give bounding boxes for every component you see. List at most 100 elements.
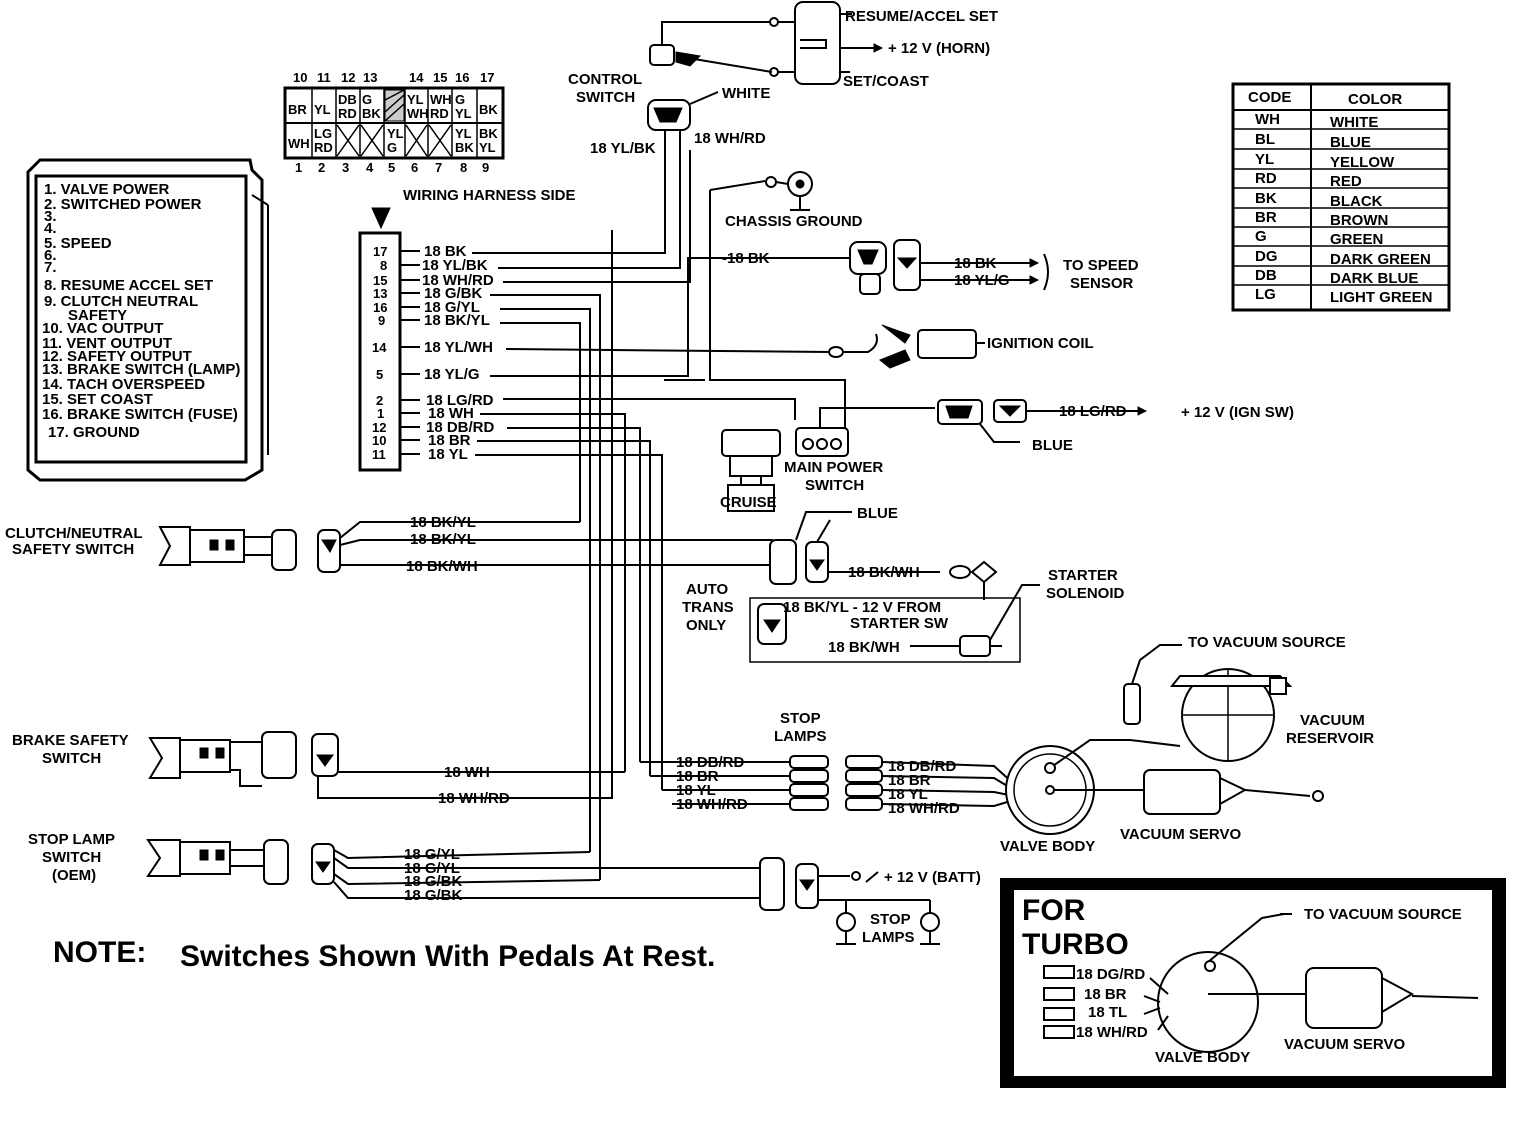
connector-bottom-cell-sub: YL xyxy=(479,140,496,155)
clutch-label-2: SAFETY SWITCH xyxy=(12,541,134,558)
stop-2a: STOP xyxy=(870,911,911,928)
connector-top-number: 11 xyxy=(317,70,331,85)
control-label-1: CONTROL xyxy=(568,71,642,88)
legend-line: 5. SPEED xyxy=(44,235,112,252)
speed-ylg-label: 18 YL/G xyxy=(954,272,1010,289)
turbo-valve-body: VALVE BODY xyxy=(1155,1049,1250,1066)
connector-bottom-cell-sub: G xyxy=(387,140,397,155)
valve-body xyxy=(1005,644,1324,835)
connector-top-cell: G xyxy=(362,92,372,107)
connector-top-cell-sub: RD xyxy=(430,106,449,121)
valve-left-wire: 18 BR xyxy=(676,768,719,785)
connector-bottom-cell: YL xyxy=(387,126,404,141)
connector-top-cell-sub: YL xyxy=(455,106,472,121)
legend-line: 3. xyxy=(44,208,57,225)
speed-sensor-connector xyxy=(786,239,1049,295)
ignition-coil xyxy=(828,324,985,369)
harness-wire-label: 18 YL/G xyxy=(424,366,480,383)
stoplamp-label-1: STOP LAMP xyxy=(28,831,115,848)
module-legend xyxy=(26,158,269,482)
harness-pin: 8 xyxy=(380,258,387,273)
code-cell: DG xyxy=(1255,248,1278,265)
valve-body-label: VALVE BODY xyxy=(1000,838,1095,855)
connector-top-number: 13 xyxy=(363,70,377,85)
connector-bottom-number: 1 xyxy=(295,160,302,175)
blue-label: BLUE xyxy=(1032,437,1073,454)
to-vacuum-label: TO VACUUM SOURCE xyxy=(1188,634,1346,651)
turbo-wire: 18 BR xyxy=(1084,986,1127,1003)
harness-wire-label: 18 WH xyxy=(428,405,474,422)
stop-2b: LAMPS xyxy=(862,929,915,946)
harness-wire-label: 18 WH/RD xyxy=(422,272,494,289)
legend-line: 2. SWITCHED POWER xyxy=(44,196,202,213)
yl-bk-label: 18 YL/BK xyxy=(590,140,656,157)
harness-pin: 12 xyxy=(372,420,386,435)
note-text: Switches Shown With Pedals At Rest. xyxy=(180,940,715,973)
harness-wire-label: 18 BK/YL xyxy=(424,312,490,329)
harness-wire-label: 18 LG/RD xyxy=(426,392,494,409)
valve-left-wire: 18 YL xyxy=(676,782,716,799)
connector-top-cell-sub: RD xyxy=(338,106,357,121)
connector-top-cell: DB xyxy=(338,92,357,107)
legend-line: 14. TACH OVERSPEED xyxy=(42,376,205,393)
brake-label-1: BRAKE SAFETY xyxy=(12,732,129,749)
stop-lamps-2: LAMPS xyxy=(774,728,827,745)
valve-right-wire: 18 DB/RD xyxy=(888,758,957,775)
color-cell: DARK BLUE xyxy=(1330,270,1418,287)
blue-2-label: BLUE xyxy=(857,505,898,522)
control-switch xyxy=(647,1,884,131)
valve-left-wire: 18 DB/RD xyxy=(676,754,745,771)
harness-connector xyxy=(358,207,402,472)
ign-wire-label: 18 LG/RD xyxy=(1059,403,1127,420)
color-header: COLOR xyxy=(1348,91,1402,108)
stop-lamp-wire: 18 G/YL xyxy=(404,860,460,877)
resume-label: RESUME/ACCEL SET xyxy=(845,8,998,25)
connector-bottom-cell: BK xyxy=(479,126,498,141)
connector-bottom-cell: LG xyxy=(314,126,332,141)
color-cell: GREEN xyxy=(1330,231,1383,248)
turbo-wire: 18 TL xyxy=(1088,1004,1127,1021)
connector-top-number: 12 xyxy=(341,70,355,85)
clutch-label-1: CLUTCH/NEUTRAL xyxy=(5,525,142,542)
turbo-vacuum-servo: VACUUM SERVO xyxy=(1284,1036,1405,1053)
connector-bottom-number: 4 xyxy=(366,160,374,175)
auto-2: TRANS xyxy=(682,599,734,616)
clutch-wire-2: 18 BK/YL xyxy=(410,531,476,548)
harness-wire-label: 18 G/BK xyxy=(424,285,483,302)
stop-lamp-switch xyxy=(146,839,760,899)
code-cell: G xyxy=(1255,228,1267,245)
control-label-2: SWITCH xyxy=(576,89,635,106)
harness-wire-label: 18 YL/BK xyxy=(422,257,488,274)
vac-res-2: RESERVOIR xyxy=(1286,730,1374,747)
turbo-wire: 18 WH/RD xyxy=(1076,1024,1148,1041)
color-cell: LIGHT GREEN xyxy=(1330,289,1433,306)
legend-line: 11. VENT OUTPUT xyxy=(42,335,172,352)
starter-2: SOLENOID xyxy=(1046,585,1125,602)
code-cell: WH xyxy=(1255,111,1280,128)
connector-top-cell: YL xyxy=(314,102,331,117)
main-power-1: MAIN POWER xyxy=(784,459,883,476)
bkyl-from-label: 18 BK/YL - 12 V FROM xyxy=(783,599,941,616)
connector-top-cell: WH xyxy=(430,92,452,107)
wh-rd-label: 18 WH/RD xyxy=(694,130,766,147)
connector-bottom-number: 2 xyxy=(318,160,325,175)
harness-wire-label: 18 BK xyxy=(424,243,467,260)
connector-bottom-number: 6 xyxy=(411,160,418,175)
ign-sw-label: + 12 V (IGN SW) xyxy=(1181,404,1294,421)
connector-bottom-number: 7 xyxy=(435,160,442,175)
code-header: CODE xyxy=(1248,89,1291,106)
connector-bottom-number: 8 xyxy=(460,160,467,175)
clutch-wire-3: 18 BK/WH xyxy=(406,558,478,575)
to-speed-2: SENSOR xyxy=(1070,275,1134,292)
connector-top-cell: BR xyxy=(288,102,307,117)
connector-top-number: 10 xyxy=(293,70,307,85)
horn-label: + 12 V (HORN) xyxy=(888,40,990,57)
vac-res-1: VACUUM xyxy=(1300,712,1365,729)
legend-line: 13. BRAKE SWITCH (LAMP) xyxy=(42,361,240,378)
auto-3: ONLY xyxy=(686,617,726,634)
stoplamp-label-2: SWITCH xyxy=(42,849,101,866)
